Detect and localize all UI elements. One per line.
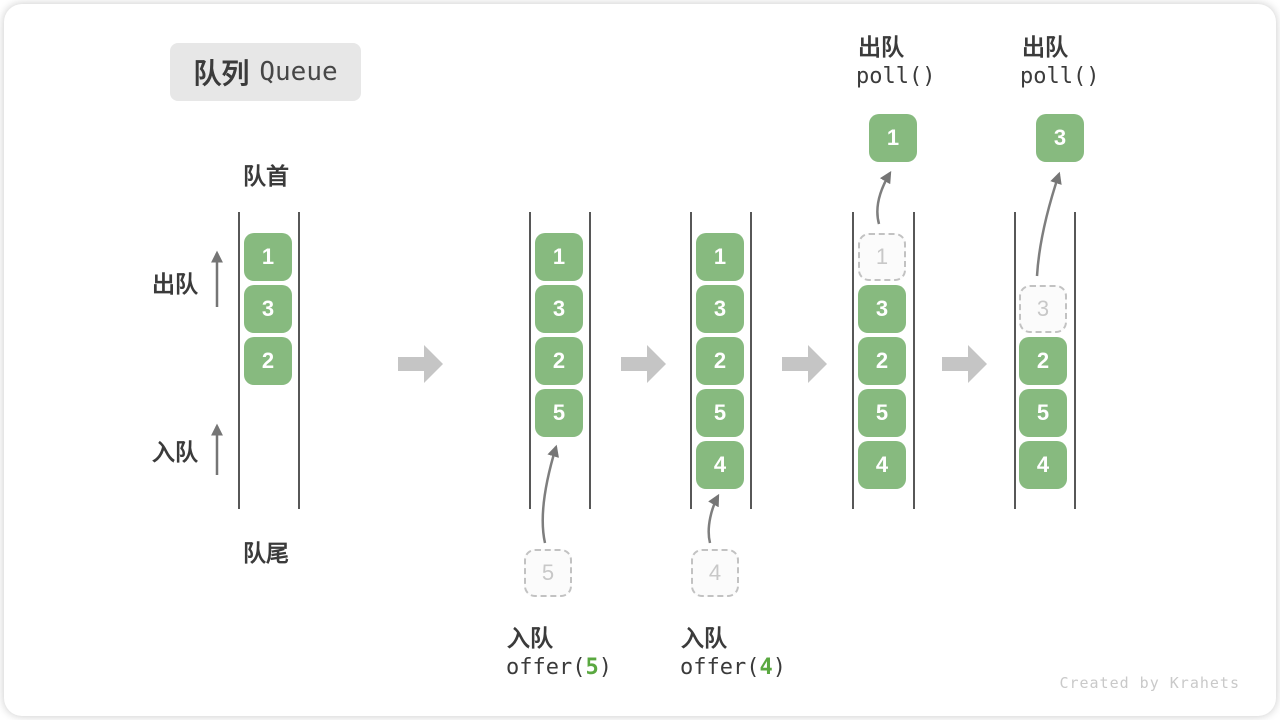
watermark: Created by Krahets [1059,674,1240,692]
queue-wall [852,212,854,509]
enqueue-op-code: offer(4) [680,655,786,680]
queue-wall [690,212,692,509]
popped-item: 3 [1036,114,1084,162]
code-fn: offer( [506,655,586,680]
code-arg: 4 [759,655,773,680]
dequeue-side-label: 出队 [152,271,198,297]
pending-item: 4 [691,549,739,597]
title-en: Queue [259,57,338,87]
queue-item: 4 [696,441,744,489]
dequeue-op-label: 出队 [1022,34,1068,60]
queue-wall [529,212,531,509]
queue-item: 2 [858,337,906,385]
front-label: 队首 [243,163,289,189]
code-close: ) [598,655,612,680]
dequeue-op-code: poll() [1020,64,1099,89]
removed-item-ghost: 1 [858,233,906,281]
title-zh: 队列 [193,58,250,89]
diagram-card [4,4,1276,716]
enqueue-op-label: 入队 [681,625,727,651]
enqueue-side-label: 入队 [152,439,198,465]
queue-wall [1014,212,1016,509]
enqueue-op-code: offer(5) [506,655,612,680]
queue-item: 3 [535,285,583,333]
queue-wall [913,212,915,509]
queue-item: 1 [696,233,744,281]
queue-item: 2 [244,337,292,385]
queue-wall [589,212,591,509]
queue-item: 3 [696,285,744,333]
dequeue-op-code: poll() [856,64,935,89]
queue-item: 3 [244,285,292,333]
queue-item: 1 [535,233,583,281]
queue-item: 4 [1019,441,1067,489]
queue-item: 5 [696,389,744,437]
queue-wall [1074,212,1076,509]
queue-item: 5 [1019,389,1067,437]
queue-item: 5 [858,389,906,437]
queue-item: 4 [858,441,906,489]
dequeue-op-label: 出队 [858,34,904,60]
pending-item: 5 [524,549,572,597]
rear-label: 队尾 [243,540,289,566]
queue-wall [298,212,300,509]
removed-item-ghost: 3 [1019,285,1067,333]
popped-item: 1 [869,114,917,162]
code-fn: poll() [1020,64,1100,89]
queue-item: 2 [535,337,583,385]
diagram-title: 队列 Queue [170,43,361,101]
code-close: ) [772,655,786,680]
queue-item: 2 [1019,337,1067,385]
code-fn: poll() [856,64,936,89]
queue-wall [750,212,752,509]
code-fn: offer( [680,655,760,680]
queue-item: 2 [696,337,744,385]
queue-item: 5 [535,389,583,437]
queue-item: 1 [244,233,292,281]
enqueue-op-label: 入队 [507,625,553,651]
code-arg: 5 [585,655,599,680]
queue-wall [238,212,240,509]
queue-item: 3 [858,285,906,333]
